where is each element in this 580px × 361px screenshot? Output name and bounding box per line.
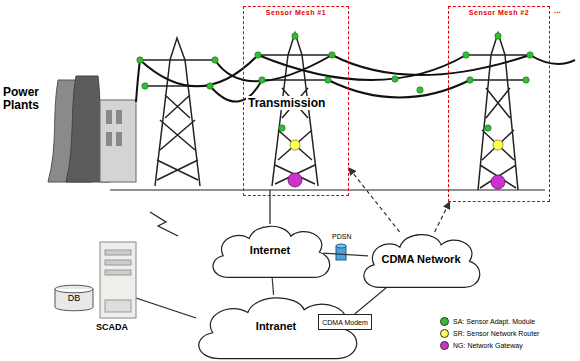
legend-text: NG: Network Gateway xyxy=(453,342,523,349)
node-label: Intranet xyxy=(256,320,296,332)
legend-text: SA: Sensor Adapt. Module xyxy=(453,318,535,325)
legend-row: SR: Sensor Network Router xyxy=(440,329,539,338)
wireless-link xyxy=(349,168,400,232)
continuation-mark: ... xyxy=(554,6,561,15)
transmission-tower xyxy=(466,33,530,190)
node-label: Internet xyxy=(250,244,290,256)
section-label: Transmission xyxy=(246,96,327,110)
device-label: PDSN xyxy=(332,233,351,240)
pdsn-icon xyxy=(336,244,346,260)
plant-building xyxy=(100,100,136,182)
region-title: Sensor Mesh #2 xyxy=(469,9,529,16)
scada-server xyxy=(100,242,136,318)
database-cylinder: DB xyxy=(54,284,94,312)
modem-box: CDMA Modem xyxy=(318,314,372,330)
legend-swatch xyxy=(440,317,449,326)
sensor-mesh-region: Sensor Mesh #2 xyxy=(448,6,550,202)
power-line xyxy=(136,55,575,102)
legend-swatch xyxy=(440,329,449,338)
system-label: SCADA xyxy=(96,322,128,332)
network-link xyxy=(272,276,273,295)
legend-row: SA: Sensor Adapt. Module xyxy=(440,317,535,326)
node-label: CDMA Modem xyxy=(322,319,368,326)
legend-text: SR: Sensor Network Router xyxy=(453,330,539,337)
network-line xyxy=(110,190,545,318)
legend-swatch xyxy=(440,341,449,350)
network-gateway xyxy=(288,173,505,189)
sensor-node xyxy=(137,33,533,131)
node-label: DB xyxy=(68,293,81,303)
legend-row: NG: Network Gateway xyxy=(440,341,523,350)
wireless-link xyxy=(435,202,450,232)
sensor-router xyxy=(290,140,503,150)
plant-label: Power Plants xyxy=(3,86,55,112)
network-link xyxy=(355,286,389,314)
node-label: CDMA Network xyxy=(381,253,460,265)
network-link xyxy=(323,253,368,256)
network-cloud: CDMA Network xyxy=(356,226,485,292)
transmission-tower xyxy=(140,38,215,186)
network-cloud: Internet xyxy=(205,218,335,282)
region-title: Sensor Mesh #1 xyxy=(266,9,326,16)
